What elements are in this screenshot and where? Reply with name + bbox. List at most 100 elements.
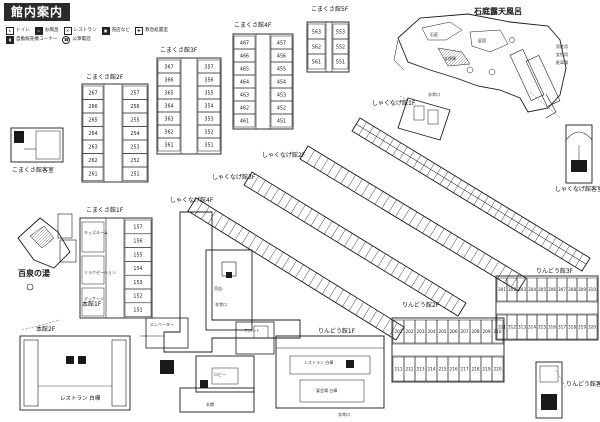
rindo-3f-room-number: 318 bbox=[568, 325, 576, 330]
legend-item: ▣売店など bbox=[101, 27, 130, 35]
kids-label: キッズルーム bbox=[84, 230, 108, 235]
shakunage-4f-room-divider bbox=[370, 249, 380, 263]
komakusa-4f-room-number: 467 bbox=[240, 40, 249, 46]
rindo-3f-room-number: 301 bbox=[498, 287, 506, 292]
komakusa-3f-room-number: 366 bbox=[164, 77, 173, 83]
komakusa-2f-room-number: 253 bbox=[130, 145, 139, 151]
shakunage-2f-room-divider bbox=[392, 142, 401, 156]
shakunage-5f-room-divider bbox=[335, 289, 344, 303]
rindo-2f-room-cell bbox=[491, 319, 504, 344]
shakunage-5f-room-divider bbox=[234, 227, 244, 241]
komakusa-3f-room-number: 355 bbox=[204, 90, 213, 96]
shakunage-4f-room-divider bbox=[277, 192, 286, 206]
komakusa-5f-label: こまくさ館5F bbox=[311, 6, 349, 13]
komakusa-guest-label: こまくさ館客室 bbox=[12, 167, 55, 174]
komakusa-3f-room-number: 352 bbox=[204, 129, 213, 135]
rindo-2f-room-number: 214 bbox=[428, 367, 436, 372]
shakunage-2f-block bbox=[351, 117, 591, 272]
komakusa-4f-room-cell bbox=[233, 113, 256, 128]
rindo-3f-room-number: 308 bbox=[568, 287, 576, 292]
rindo-2f-room-number: 207 bbox=[461, 329, 469, 334]
rindo-3f-room-number: 304 bbox=[528, 287, 536, 292]
garden-label-f: 駐車場 bbox=[556, 60, 568, 65]
shakunage-4f-room-divider bbox=[404, 270, 413, 284]
medical-icon: ✚ bbox=[134, 27, 143, 35]
komakusa-5f-room-number: 561 bbox=[312, 59, 321, 65]
rindo-3f-room-number: 317 bbox=[558, 325, 566, 330]
shakunage-4f-room-divider bbox=[317, 216, 326, 231]
page-title: 館内案内 bbox=[4, 3, 71, 21]
leader-lines bbox=[21, 91, 567, 389]
legend-item: ♿トイレ bbox=[6, 27, 30, 35]
garden-label-e: 女性用 bbox=[556, 52, 568, 57]
komakusa-3f-room-number: 364 bbox=[164, 103, 173, 109]
rindo-2f-room-number: 201 bbox=[395, 329, 403, 334]
shakunage-2f-room-divider bbox=[480, 196, 489, 210]
rindo-3f-room-number: 309 bbox=[578, 287, 586, 292]
shakunage-4f-room-divider bbox=[437, 290, 447, 304]
rindo-2f-room-number: 208 bbox=[472, 329, 480, 334]
shakunage-3f-room-divider bbox=[327, 162, 336, 176]
shakunage-4f-room-divider bbox=[290, 200, 300, 214]
shakunage-3f-room-divider bbox=[429, 224, 438, 238]
shakunage-3f-room-divider bbox=[476, 253, 486, 267]
komakusa-4f-room-cell bbox=[270, 113, 293, 128]
komakusa-4f-room-number: 461 bbox=[240, 118, 249, 124]
komakusa-5f-room-number: 553 bbox=[336, 29, 345, 35]
shakunage-2f-room-divider bbox=[541, 233, 550, 247]
shakunage-3f-room-divider bbox=[320, 158, 329, 172]
rindo-2f-room-cell bbox=[491, 356, 504, 382]
honkan-1f-block bbox=[140, 211, 301, 413]
shakunage-3f-room-divider bbox=[463, 244, 472, 259]
shakunage-5f-room-divider bbox=[348, 297, 358, 311]
shakunage-4f-room-divider bbox=[390, 261, 400, 276]
massage-label: マッサージ bbox=[84, 296, 104, 301]
shakunage-4f-room-divider bbox=[283, 196, 293, 210]
rindo-3f-room-number: 313 bbox=[518, 325, 526, 330]
shakunage-5f-room-divider bbox=[261, 243, 270, 257]
legend-label: お風呂 bbox=[44, 28, 59, 33]
shakunage-3f-room-divider bbox=[388, 199, 397, 213]
komakusa-2f-room-number: 256 bbox=[130, 104, 139, 110]
shakunage-4f-room-divider bbox=[377, 253, 386, 267]
shakunage-2f-room-divider bbox=[554, 241, 564, 255]
shakunage-4f-room-divider bbox=[303, 208, 313, 222]
shakunage-2f-room-divider bbox=[527, 224, 537, 239]
komakusa-2f-room-number: 266 bbox=[88, 104, 97, 110]
rindo-3f-room-number: 303 bbox=[518, 287, 526, 292]
legend-label: トイレ bbox=[16, 28, 30, 33]
shakunage-3f-room-divider bbox=[347, 174, 356, 188]
rindo-3f-room-cell bbox=[586, 277, 598, 302]
shakunage-2f-label: しゃくなげ館2F bbox=[262, 152, 306, 159]
shakunage-4f-room-divider bbox=[350, 237, 360, 251]
shakunage-4f-room-divider bbox=[397, 266, 407, 280]
komakusa-4f-room-number: 456 bbox=[277, 53, 286, 59]
shakunage-3f-room-divider bbox=[306, 150, 316, 164]
legend-item: ✚救急処置室 bbox=[134, 27, 168, 35]
komakusa-4f-room-number: 454 bbox=[277, 79, 286, 85]
shakunage-5f-room-divider bbox=[342, 293, 351, 307]
shakunage-guest-room-plan bbox=[565, 124, 593, 184]
komakusa-4f-room-number: 455 bbox=[277, 66, 286, 72]
shakunage-2f-room-divider bbox=[358, 121, 367, 136]
komakusa-3f-room-number: 365 bbox=[164, 90, 173, 96]
rindo-2f-room-number: 205 bbox=[439, 329, 447, 334]
komakusa-1f-room-cell bbox=[124, 302, 152, 317]
komakusa-5f-room-number: 552 bbox=[336, 44, 345, 50]
shakunage-5f-room-divider bbox=[389, 322, 398, 336]
rindo-3f-label: りんどう館3F bbox=[536, 268, 574, 275]
shakunage-5f-room-divider bbox=[315, 276, 324, 291]
komakusa-guest-room-plan bbox=[10, 127, 64, 163]
shakunage-5f-room-divider bbox=[275, 251, 284, 266]
shakunage-3f-room-divider bbox=[470, 249, 479, 263]
legend-item: ▮自動販売機コーナー bbox=[6, 36, 57, 44]
lounge-label: ロビー bbox=[214, 372, 226, 377]
shakunage-2f-room-divider bbox=[466, 187, 476, 202]
shakunage-2f-room-divider bbox=[453, 179, 462, 193]
shakunage-2f-room-divider bbox=[493, 204, 503, 218]
hyakusen-label: 百泉の湯 bbox=[18, 269, 50, 278]
komakusa-5f-room-cell bbox=[332, 53, 349, 70]
rindo-2f-room-number: 204 bbox=[428, 329, 436, 334]
shakunage-2f-room-divider bbox=[446, 175, 455, 189]
